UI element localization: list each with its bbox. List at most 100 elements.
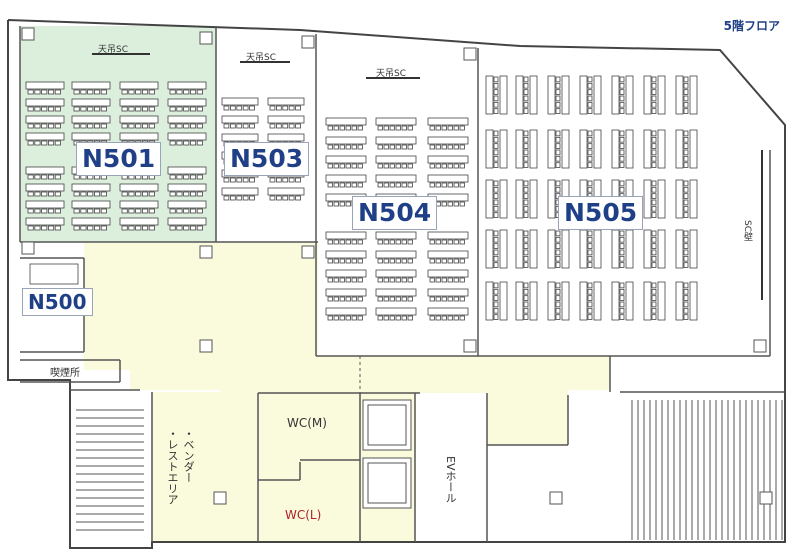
room-n504-label[interactable]: N504 <box>352 196 438 230</box>
chair <box>357 315 363 321</box>
desk <box>515 281 524 321</box>
screen-label-n504: 天吊SC <box>376 69 406 79</box>
chair <box>73 89 80 95</box>
chair <box>523 82 529 89</box>
chair <box>345 144 351 150</box>
chair <box>269 123 276 129</box>
chair <box>357 296 363 302</box>
chair <box>223 105 230 111</box>
room-n501-label[interactable]: N501 <box>76 142 162 176</box>
chair <box>73 191 80 197</box>
desk <box>427 307 469 316</box>
desk <box>689 281 698 321</box>
chair <box>135 225 142 231</box>
chair <box>148 191 155 197</box>
desk <box>561 229 570 269</box>
desk <box>71 81 111 90</box>
chair <box>407 277 413 283</box>
chair <box>523 243 529 249</box>
desk <box>427 288 469 297</box>
chair <box>339 163 345 169</box>
chair <box>441 144 447 150</box>
chair <box>27 140 34 146</box>
chair <box>288 123 295 129</box>
chair <box>459 258 465 264</box>
chair <box>395 182 401 188</box>
chair <box>453 125 459 131</box>
desk <box>167 81 207 90</box>
chair <box>651 212 657 218</box>
desk <box>643 229 652 269</box>
chair <box>189 106 197 112</box>
desk <box>427 250 469 259</box>
chair <box>339 239 345 245</box>
chair <box>333 163 339 169</box>
chair <box>395 125 401 131</box>
chair <box>183 208 190 214</box>
chair <box>148 225 155 231</box>
desk <box>375 250 417 259</box>
chair <box>176 106 183 112</box>
desk <box>529 281 538 321</box>
desk <box>325 174 367 183</box>
room-n503-label[interactable]: N503 <box>224 142 310 176</box>
desk <box>689 179 698 219</box>
chair <box>333 315 339 321</box>
chair <box>619 108 625 114</box>
chair <box>651 155 657 162</box>
chair <box>357 239 363 245</box>
chair <box>493 249 499 256</box>
chair <box>401 182 407 188</box>
chair <box>555 314 561 320</box>
chair <box>183 191 190 197</box>
desk <box>529 179 538 219</box>
chair <box>523 155 529 162</box>
chair <box>651 314 657 320</box>
desk <box>325 288 367 297</box>
chair <box>651 76 657 83</box>
chair <box>401 258 407 264</box>
chair <box>229 105 236 111</box>
chair <box>651 199 657 206</box>
desk <box>119 217 159 226</box>
desk <box>547 281 556 321</box>
chair <box>196 123 203 129</box>
room-n500-label[interactable]: N500 <box>22 288 93 316</box>
chair <box>54 89 61 95</box>
chair <box>229 177 236 183</box>
desk <box>643 129 652 169</box>
room-n505-label[interactable]: N505 <box>558 196 644 230</box>
chair <box>389 144 395 150</box>
chair <box>389 163 395 169</box>
chair <box>555 162 561 168</box>
desk <box>689 229 698 269</box>
chair <box>683 95 689 102</box>
chair <box>327 239 333 245</box>
chair <box>619 76 625 83</box>
chair <box>523 101 529 108</box>
chair <box>447 277 453 283</box>
chair <box>135 208 142 214</box>
chair <box>587 255 593 262</box>
chair <box>453 144 459 150</box>
chair <box>169 225 176 231</box>
chair <box>429 144 435 150</box>
chair <box>453 315 459 321</box>
chair <box>441 277 447 283</box>
chair <box>249 177 255 183</box>
chair <box>357 144 363 150</box>
desk <box>675 281 684 321</box>
desk <box>689 129 698 169</box>
chair <box>523 314 529 320</box>
chair <box>587 180 593 187</box>
chair <box>48 89 55 95</box>
desk <box>499 179 508 219</box>
desk <box>657 75 666 115</box>
desk <box>119 81 159 90</box>
chair <box>100 225 107 231</box>
chair <box>493 255 499 262</box>
desk <box>375 174 417 183</box>
chair <box>555 180 561 187</box>
chair <box>459 144 465 150</box>
